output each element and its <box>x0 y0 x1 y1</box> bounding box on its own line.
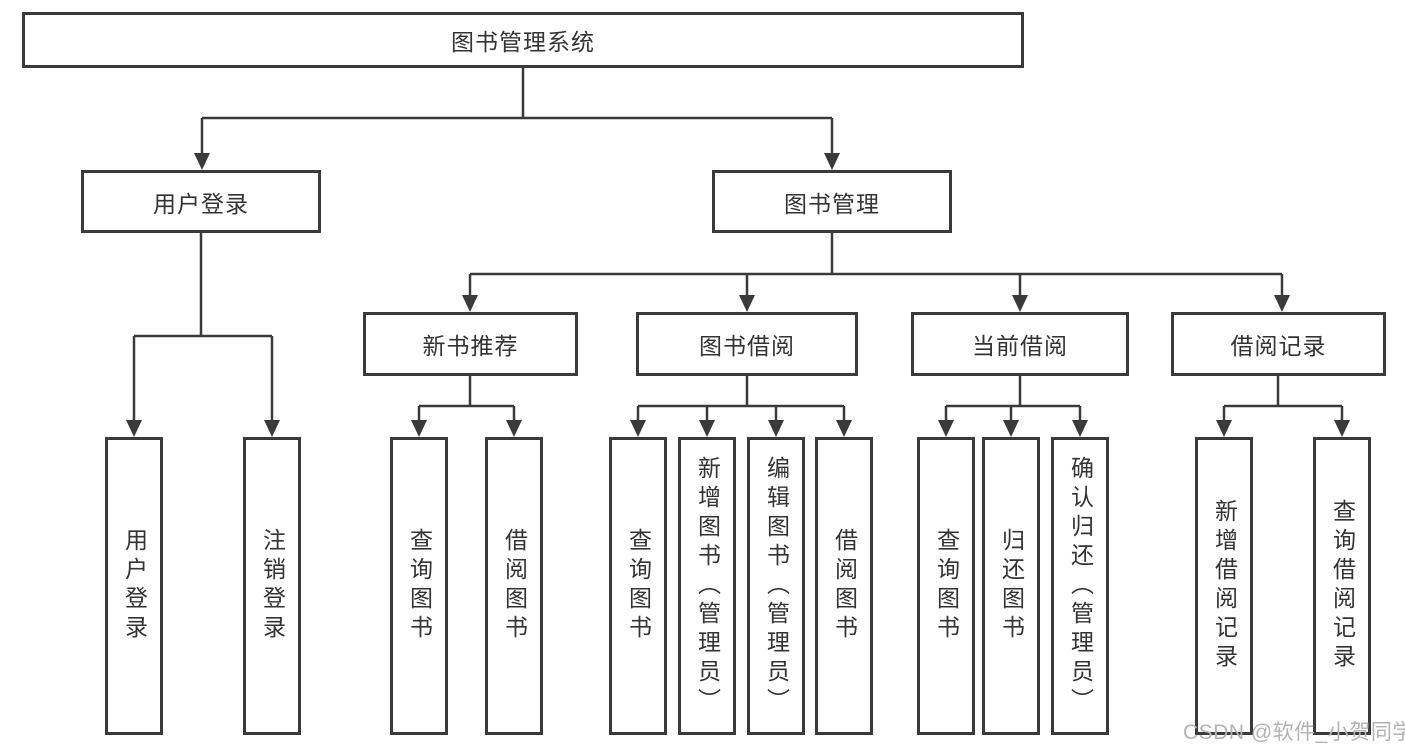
node-root-label: 图书管理系统 <box>451 29 595 55</box>
node-book-borrow: 图书借阅 <box>636 312 858 376</box>
watermark: CSDN @软件_小贺同学 <box>1183 721 1405 744</box>
leaf-borrow-borrow-books: 借阅图书 <box>815 437 873 735</box>
node-new-book-recommend-label: 新书推荐 <box>422 333 519 359</box>
node-user-login-label: 用户登录 <box>153 190 249 217</box>
leaf-query-borrow-record-label: 查询借阅记录 <box>1329 499 1356 673</box>
leaf-newbooks-query-books: 查询图书 <box>390 437 448 735</box>
node-new-book-recommend: 新书推荐 <box>363 312 578 376</box>
leaf-logout: 注销登录 <box>243 437 301 735</box>
leaf-query-borrow-record: 查询借阅记录 <box>1313 437 1371 735</box>
node-book-borrow-label: 图书借阅 <box>699 333 795 359</box>
leaf-newbooks-query-books-label: 查询图书 <box>406 528 433 644</box>
node-root: 图书管理系统 <box>22 12 1024 68</box>
leaf-return-books: 归还图书 <box>982 437 1040 735</box>
node-current-borrow: 当前借阅 <box>911 312 1129 376</box>
leaf-edit-books-admin: 编辑图书（管理员） <box>747 437 805 735</box>
leaf-add-books-admin-label: 新增图书（管理员） <box>694 455 721 717</box>
leaf-add-borrow-record-label: 新增借阅记录 <box>1211 499 1238 673</box>
node-borrow-records: 借阅记录 <box>1171 312 1386 376</box>
leaf-newbooks-borrow-books: 借阅图书 <box>485 437 543 735</box>
node-book-management-label: 图书管理 <box>784 190 880 217</box>
leaf-borrow-query-books-label: 查询图书 <box>625 528 652 644</box>
node-borrow-records-label: 借阅记录 <box>1230 333 1327 359</box>
node-current-borrow-label: 当前借阅 <box>972 333 1068 359</box>
leaf-user-login: 用户登录 <box>105 437 163 735</box>
leaf-current-query-books-label: 查询图书 <box>933 528 960 644</box>
leaf-return-books-label: 归还图书 <box>998 528 1025 644</box>
leaf-confirm-return-admin-label: 确认归还（管理员） <box>1067 455 1094 717</box>
leaf-add-borrow-record: 新增借阅记录 <box>1195 437 1253 735</box>
leaf-borrow-borrow-books-label: 借阅图书 <box>831 528 858 644</box>
leaf-confirm-return-admin: 确认归还（管理员） <box>1051 437 1109 735</box>
leaf-newbooks-borrow-books-label: 借阅图书 <box>501 528 528 644</box>
leaf-add-books-admin: 新增图书（管理员） <box>678 437 736 735</box>
node-book-management: 图书管理 <box>712 170 952 233</box>
leaf-edit-books-admin-label: 编辑图书（管理员） <box>763 455 790 717</box>
leaf-user-login-label: 用户登录 <box>121 528 148 644</box>
node-user-login: 用户登录 <box>81 170 321 233</box>
leaf-borrow-query-books: 查询图书 <box>609 437 667 735</box>
leaf-current-query-books: 查询图书 <box>917 437 975 735</box>
leaf-logout-label: 注销登录 <box>259 528 286 644</box>
